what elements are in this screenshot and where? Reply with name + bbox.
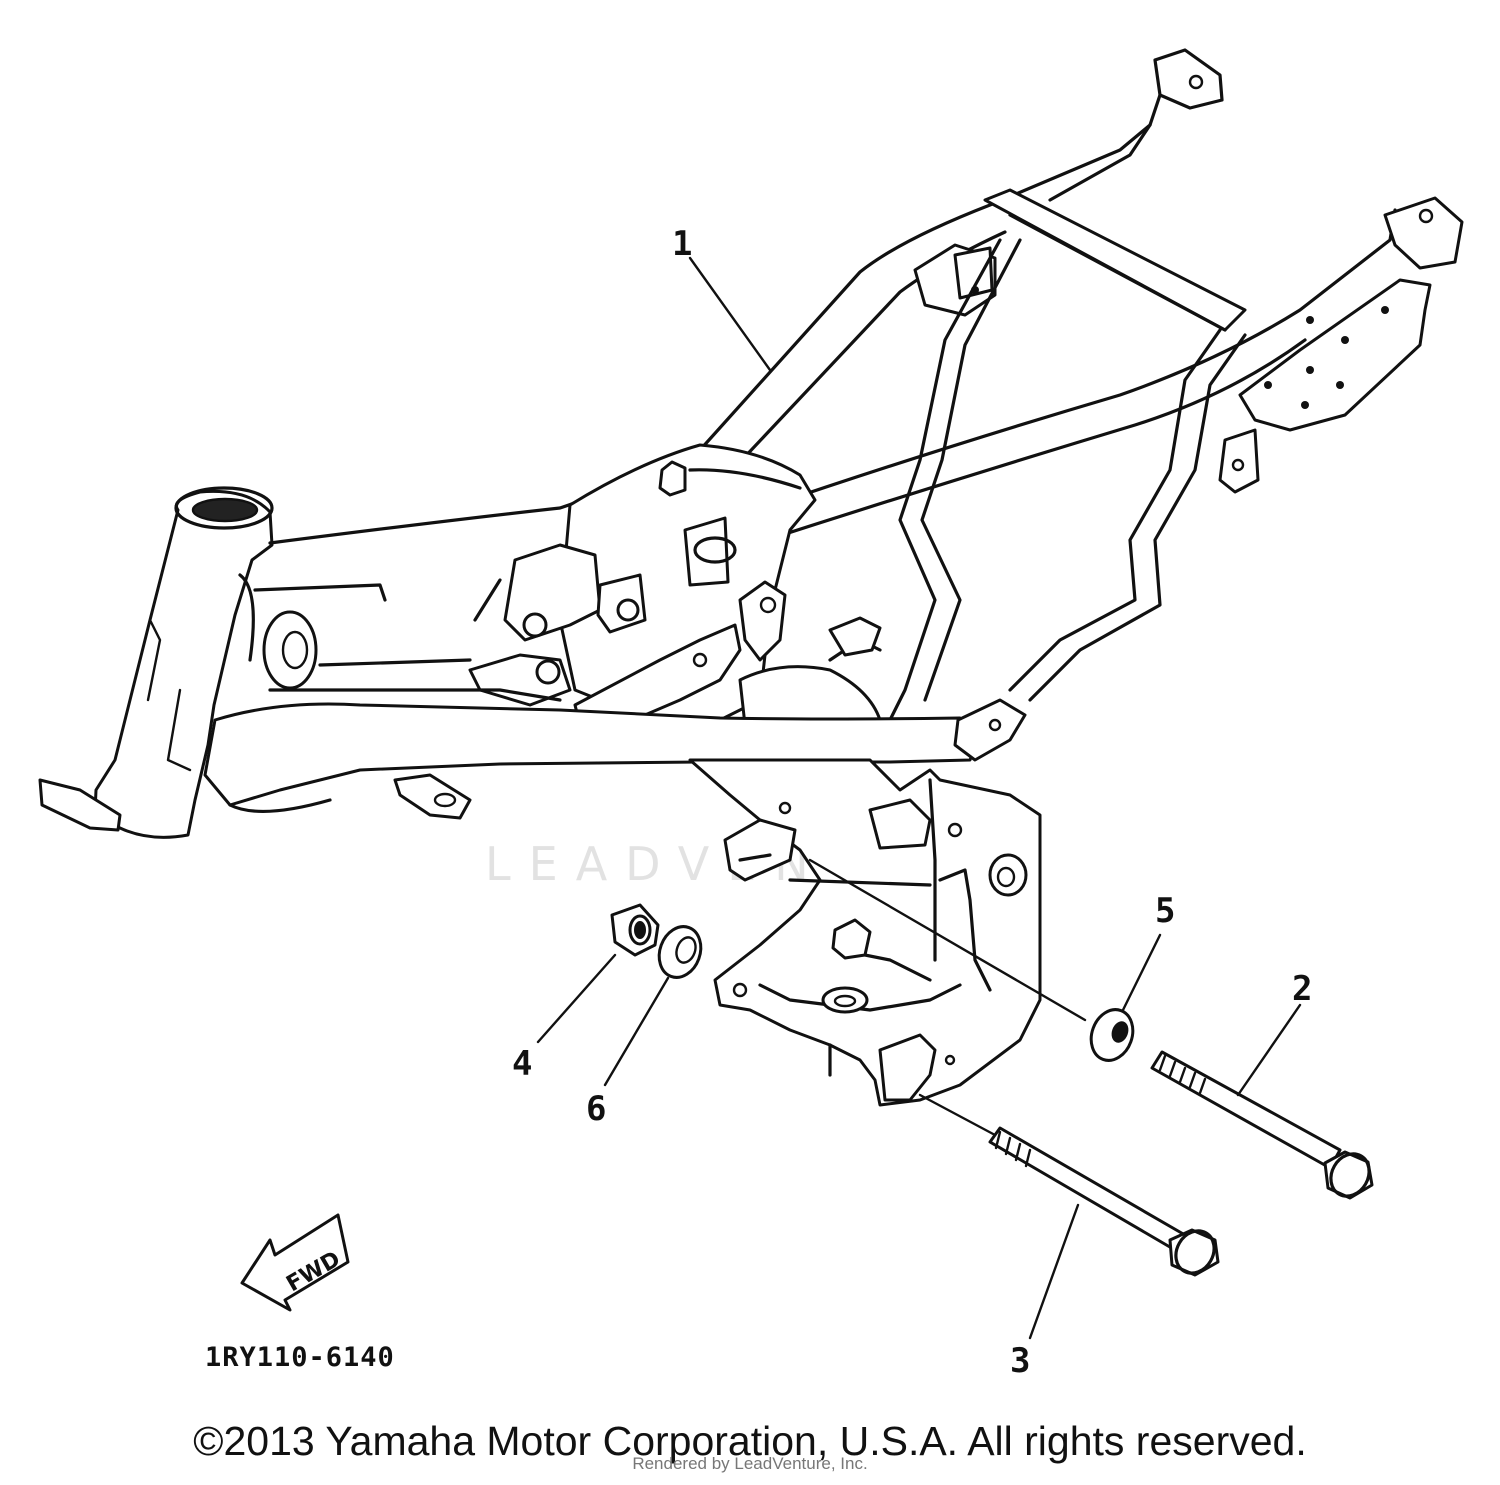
bolt-part-3[interactable]	[988, 1126, 1222, 1280]
bolt-part-2[interactable]	[1150, 1050, 1377, 1203]
callout-1: 1	[672, 224, 772, 372]
nut-part-4[interactable]	[610, 903, 660, 957]
callout-3: 3	[1010, 1203, 1080, 1381]
frame-part-1[interactable]	[38, 48, 1464, 1107]
rendered-by-notice: Rendered by LeadVenture, Inc.	[632, 1454, 868, 1473]
callout-5-label: 5	[1155, 891, 1175, 931]
washer-part-5[interactable]	[1084, 1004, 1139, 1067]
callout-3-label: 3	[1010, 1341, 1030, 1381]
callout-2-label: 2	[1292, 969, 1312, 1009]
callout-6: 6	[586, 976, 670, 1129]
callout-1-label: 1	[672, 224, 692, 264]
callout-6-label: 6	[586, 1089, 606, 1129]
diagram-code: 1RY110-6140	[205, 1342, 395, 1373]
copyright-notice: ©2013 Yamaha Motor Corporation, U.S.A. A…	[193, 1418, 1307, 1464]
washer-part-6[interactable]	[652, 921, 707, 984]
fwd-arrow: FWD	[240, 1213, 350, 1312]
callout-4-label: 4	[512, 1044, 532, 1084]
callout-4: 4	[512, 953, 617, 1084]
callout-2: 2	[1236, 969, 1312, 1097]
callout-5: 5	[1121, 891, 1175, 1012]
assembly-lines	[808, 858, 1087, 1137]
